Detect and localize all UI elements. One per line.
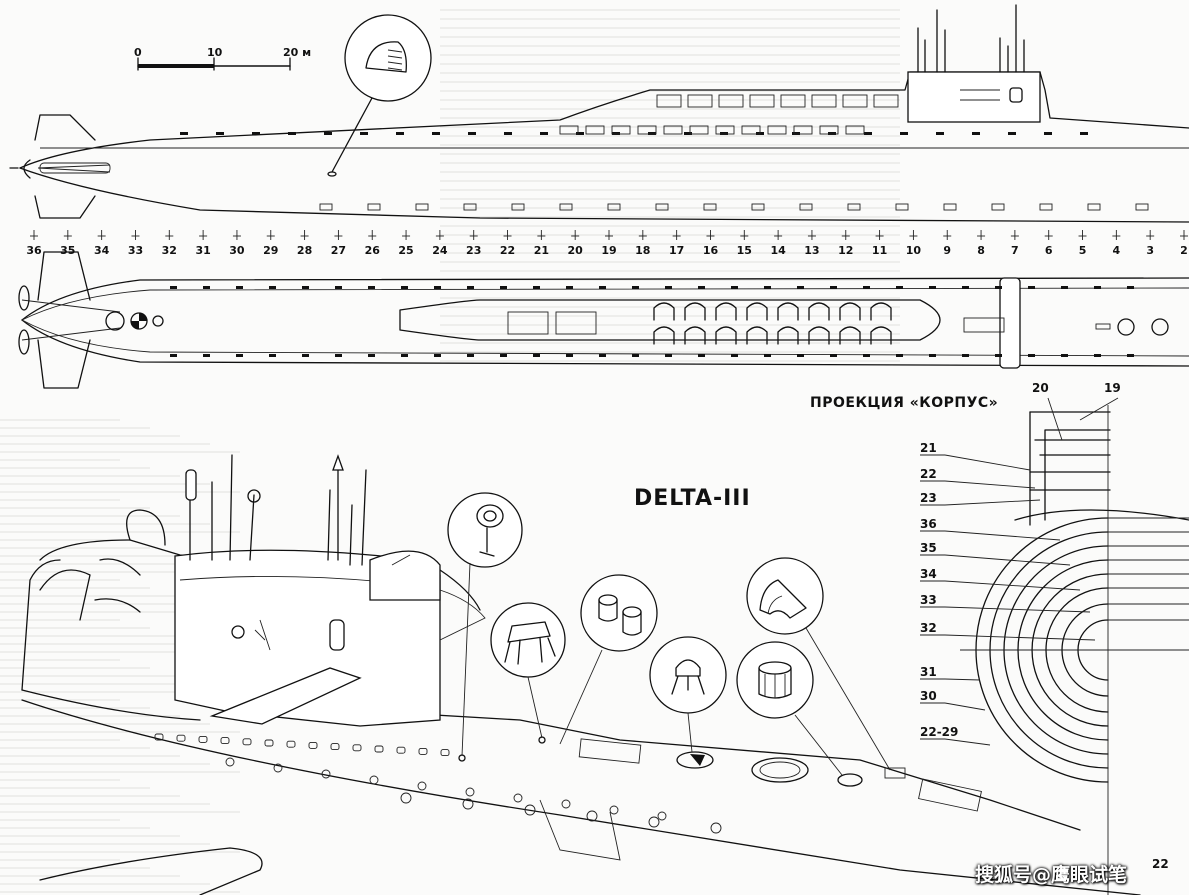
frame-number: 3 — [1146, 244, 1154, 257]
frame-number: 29 — [263, 244, 278, 257]
frame-number: 32 — [162, 244, 177, 257]
side-view — [9, 4, 1189, 223]
frame-number: 23 — [466, 244, 481, 257]
frame-number: 24 — [432, 244, 448, 257]
frame-number: 16 — [703, 244, 719, 257]
deck-hull-openings — [154, 733, 722, 834]
top-view — [18, 251, 1189, 389]
section-leader-lines: 21 22 23 36 35 34 33 32 31 30 22-29 — [920, 441, 1096, 746]
section-frame-label: 33 — [920, 593, 937, 607]
frame-number: 36 — [26, 244, 42, 257]
detail-circle-sonar — [327, 14, 432, 177]
frame-number: 19 — [601, 244, 616, 257]
section-frame-bottom: 22 — [1152, 857, 1169, 871]
frame-number: 25 — [398, 244, 413, 257]
frame-number: 15 — [737, 244, 752, 257]
section-frame-label: 35 — [920, 541, 937, 555]
scale-label-10: 10 — [207, 46, 223, 59]
frame-number: 17 — [669, 244, 684, 257]
watermark: 搜狐号@鹰眼试笔 — [975, 864, 1128, 886]
detail-circle-lifebuoy — [447, 492, 523, 762]
detail-circle-winch — [736, 641, 843, 776]
diagram-title: DELTA-III — [634, 486, 751, 511]
section-frame-label: 21 — [920, 441, 937, 455]
frame-number: 9 — [943, 244, 951, 257]
frame-number: 13 — [804, 244, 819, 257]
frame-number: 10 — [906, 244, 922, 257]
side-hull-details — [180, 125, 1149, 211]
projection-label: ПРОЕКЦИЯ «КОРПУС» — [810, 395, 999, 411]
detail-circle-bollards — [559, 574, 658, 745]
detail-circle-capstan — [490, 602, 566, 744]
frame-number: 33 — [128, 244, 143, 257]
frame-number: 18 — [635, 244, 650, 257]
hull-section-projection: 21 22 23 36 35 34 33 32 31 30 22-29 20 19 22 — [920, 381, 1189, 895]
detail-circle-chock — [746, 557, 891, 771]
missile-hatches-side — [656, 94, 899, 108]
missile-hatches-top — [653, 302, 892, 345]
section-frame-19: 19 — [1104, 381, 1121, 395]
frame-number: 6 — [1045, 244, 1053, 257]
frame-number: 11 — [872, 244, 887, 257]
frame-number: 12 — [838, 244, 853, 257]
frame-number: 5 — [1079, 244, 1087, 257]
frame-number: 26 — [365, 244, 381, 257]
section-frame-label: 22-29 — [920, 725, 958, 739]
frame-number: 31 — [195, 244, 210, 257]
sail-tower — [907, 4, 1041, 123]
frame-number: 30 — [229, 244, 245, 257]
frame-number: 34 — [94, 244, 110, 257]
scale-label-0: 0 — [134, 46, 142, 59]
frame-number: 8 — [977, 244, 985, 257]
section-frame-20: 20 — [1032, 381, 1049, 395]
frame-number: 7 — [1011, 244, 1019, 257]
section-frame-label: 30 — [920, 689, 937, 703]
perspective-view — [21, 454, 1141, 895]
scale-label-20: 20 м — [283, 46, 311, 59]
section-frame-label: 22 — [920, 467, 937, 481]
frame-number: 22 — [500, 244, 515, 257]
frame-number: 27 — [331, 244, 346, 257]
section-frame-label: 31 — [920, 665, 937, 679]
section-frame-label: 23 — [920, 491, 937, 505]
top-hull-details — [170, 286, 1134, 357]
scale-bar: 0 10 20 м — [134, 46, 311, 71]
frame-number: 35 — [60, 244, 75, 257]
section-frame-label: 32 — [920, 621, 937, 635]
section-frame-label: 36 — [920, 517, 937, 531]
frame-number: 28 — [297, 244, 312, 257]
frame-number: 21 — [534, 244, 549, 257]
frame-number: 2 — [1180, 244, 1188, 257]
section-frame-label: 34 — [920, 567, 937, 581]
frame-number: 20 — [568, 244, 584, 257]
detail-circle-cleat-stand — [649, 636, 727, 753]
frame-number: 14 — [770, 244, 786, 257]
frame-number: 4 — [1113, 244, 1121, 257]
background-texture — [0, 9, 900, 893]
